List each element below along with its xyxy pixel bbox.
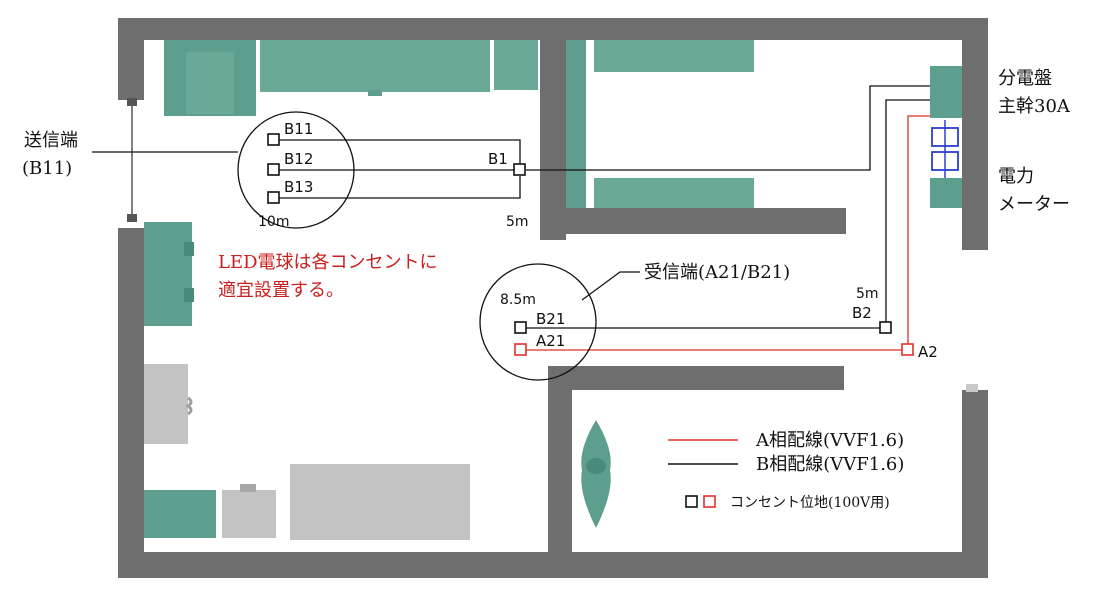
label-a21: A21 [536,332,565,350]
legend-outlet-red [703,495,716,508]
sender-label-line1: 送信端 [24,130,78,151]
receiver-leader-line [581,271,640,301]
legend-outlet-black [685,495,698,508]
a-wire-a2-to-panel [907,115,930,344]
shelf-center-vertical [566,40,586,208]
sender-label-line2: (B11) [22,158,72,179]
distance-labels: 10m 5m 8.5m 5m [258,214,879,308]
outlet-labels: B11 B12 B13 B1 B21 A21 B2 A2 [284,120,938,361]
legend-a-label: A相配線(VVF1.6) [755,430,904,451]
walls [118,18,988,578]
wiring [274,85,930,351]
b-wire-b1-to-panel [526,85,930,171]
distance-5m-left: 5m [506,214,529,230]
note-line2: 適宜設置する。 [218,280,344,301]
outlet-b2-marker [879,321,892,334]
label-b2: B2 [852,304,872,322]
furniture [144,40,978,540]
bed-bottom [594,178,754,208]
distance-8-5m: 8.5m [500,292,536,308]
table-grey [290,464,470,540]
wall-room-divider [548,366,844,390]
outlet-b13-marker [267,191,280,204]
outlet-b12-marker [267,163,280,176]
b-wire-b13 [274,176,521,199]
b-wire-b11 [274,139,521,164]
distribution-panel [930,66,962,118]
wall-right-lower [962,390,988,578]
box-grey-small [222,490,276,538]
label-b12: B12 [284,150,313,168]
wall-left-upper [118,18,144,100]
wall-top [118,18,988,40]
outlet-b21-marker [514,321,527,334]
receiver-label: 受信端(A21/B21) [644,262,790,283]
label-b1: B1 [488,150,508,168]
receiver-group-circle [479,263,597,381]
meter-base [930,178,962,208]
label-a2: A2 [918,343,938,361]
legend-outlet-label: コンセント位地(100V用) [730,495,890,511]
outlet-a2-marker [901,343,914,356]
distance-10m: 10m [258,214,289,230]
wall-center-vertical-upper [540,40,566,240]
cabinet-top-small [494,40,538,90]
outlet-a21-marker [514,343,527,356]
wall-left-lower [118,228,144,578]
wall-right-upper [962,18,988,250]
left-opening-fixture [127,98,137,222]
outlet-b1-marker [513,163,526,176]
note: LED電球は各コンセントに 適宜設置する。 [218,252,438,301]
legend: A相配線(VVF1.6) B相配線(VVF1.6) コンセント位地(100V用) [668,430,904,511]
sender-group-circle [237,111,355,229]
wall-bottom [118,552,988,578]
bed-top [594,40,754,72]
counter-top [260,40,490,92]
legend-b-label: B相配線(VVF1.6) [756,454,904,475]
outlet-b11-marker [267,133,280,146]
b-wire-b2-to-panel [885,99,930,322]
label-b21: B21 [536,310,565,328]
note-line1: LED電球は各コンセントに [218,252,438,273]
panel-label-line1: 分電盤 [998,68,1052,89]
label-b13: B13 [284,178,313,196]
cabinet-bottom-left [144,490,216,538]
panel-label-line2: 主幹30A [998,96,1071,117]
sofa-left-side [144,222,192,326]
outlets [267,133,914,356]
distance-5m-right: 5m [856,286,879,302]
sink-grey [144,364,188,444]
label-b11: B11 [284,120,313,138]
wall-center-horizontal [540,208,846,234]
callout-labels: 送信端 (B11) 分電盤 主幹30A 電力 メーター 受信端(A21/B21) [22,68,1071,283]
wall-center-vertical-lower [548,366,572,554]
meter-label-line1: 電力 [998,166,1034,187]
meter-label-line2: メーター [998,194,1070,215]
